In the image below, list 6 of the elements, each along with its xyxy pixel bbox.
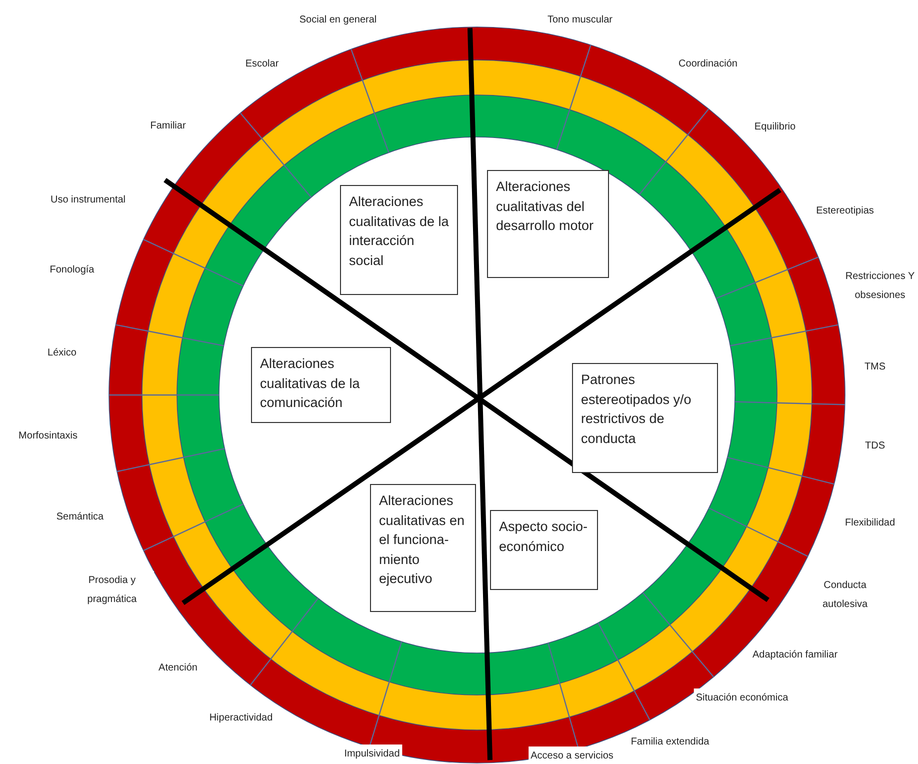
category-box: Alteraciones cualitativas de la interacción social bbox=[340, 185, 458, 295]
category-box: Alteraciones cualitativas de la comunicación bbox=[251, 347, 391, 423]
category-box: Alteraciones cualitativas en el funciona- miento ejecutivo bbox=[370, 484, 476, 612]
category-box: Patrones estereotipados y/o restrictivos de conducta bbox=[572, 363, 718, 473]
category-box: Aspecto socio- económico bbox=[490, 510, 598, 590]
category-box: Alteraciones cualitativas del desarrollo motor bbox=[487, 170, 609, 278]
